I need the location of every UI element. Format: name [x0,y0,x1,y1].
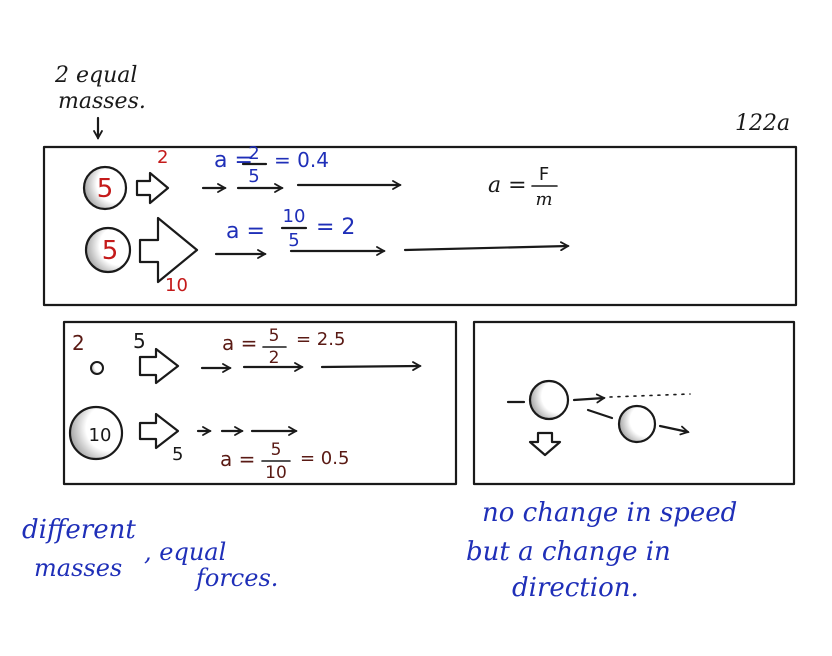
eq-result: = 2 [316,215,355,240]
force-label: 10 [165,275,188,296]
eq-numerator: 5 [269,326,280,346]
caption-right-line2: but a change in [466,537,671,567]
force-arrow [138,347,180,385]
force-arrow [138,412,180,450]
eq-denominator: 5 [248,166,259,187]
eq-numerator: 10 [283,206,306,227]
accel-arrow-3 [320,361,422,371]
eq-result: = 0.5 [300,448,349,469]
mass-ball [84,226,132,274]
formula-numerator: F [539,164,549,185]
top-note: 2 equal masses. [54,63,146,140]
caption-left-line1: different [22,515,136,545]
eq-prefix: a = [222,331,257,355]
mass-ball-large [68,405,124,461]
left-row1: 2 5 a = 5 2 = 2.5 [72,326,422,385]
force-label: 5 [172,444,183,465]
eq-prefix: a = [226,219,265,244]
mass-ball [82,165,128,211]
formula-prefix: a = [488,173,527,198]
accel-arrow-3 [403,241,570,252]
velocity-arrow-after [658,424,690,436]
left-row2: 10 5 a = 5 10 = 0.5 [68,405,349,483]
caption-right: no change in speed but a change in direc… [466,498,737,603]
ball-before [528,379,570,421]
panel-left: 2 5 a = 5 2 = 2.5 10 5 a = 5 10 = 0.5 [62,320,458,486]
mass-label: 5 [97,174,114,204]
formula-denominator: m [535,189,552,210]
eq-result: = 0.4 [274,148,329,172]
caption-left: different masses , equal forces. [22,515,278,592]
mass-label: 5 [102,236,119,266]
eq-result: = 2.5 [296,329,345,350]
force-label: 2 [157,147,168,168]
eq-numerator: 2 [248,143,259,164]
mass-label: 2 [72,331,85,355]
eq-prefix: a = [214,148,253,173]
caption-left-line4: forces. [194,564,278,592]
panel-right [472,320,796,486]
ball-after [617,404,657,444]
eq-denominator: 10 [265,463,287,483]
top-row2: 5 10 a = 10 5 = 2 [84,206,570,296]
mass-label: 10 [89,425,112,446]
eq-prefix: a = [220,447,255,471]
mass-ball-small [90,361,104,375]
panel-right-frame [472,320,796,486]
caption-left-line2: masses [34,554,122,582]
top-note-line1: 2 equal [54,63,137,88]
force-arrow-down [528,431,562,457]
panel-top-frame [42,145,798,307]
velocity-arrow-before [572,393,606,404]
panel-top: 5 2 a = 2 5 = 0.4 a = F m 5 10 [42,143,798,307]
page-number: 122a [735,111,790,136]
top-row1: 5 2 a = 2 5 = 0.4 [82,143,402,211]
force-arrow-small [135,171,170,205]
eq-denominator: 2 [269,348,280,368]
straight-path-dotted [609,393,691,398]
panel-left-frame [62,320,458,486]
caption-right-line3: direction. [512,573,639,603]
deflected-path-line [586,408,614,420]
eq-denominator: 5 [288,230,299,251]
eq-numerator: 5 [271,440,282,460]
top-note-line2: masses. [58,89,146,114]
force-arrow-large [138,216,199,284]
caption-left-line3: , equal [144,538,226,566]
caption-right-line1: no change in speed [482,498,737,528]
force-label: 5 [133,329,146,353]
formula: a = F m [488,164,558,210]
